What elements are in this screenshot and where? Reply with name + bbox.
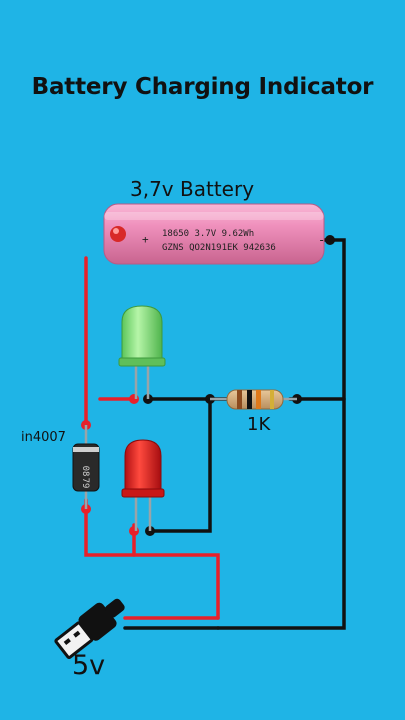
diode-mark-top: 08 bbox=[80, 466, 90, 477]
battery-print-top: 18650 3.7V 9.62Wh bbox=[162, 229, 254, 239]
battery-positive-terminal bbox=[110, 226, 126, 242]
supply-voltage-label: 5v bbox=[72, 650, 106, 681]
wire-battery-negative bbox=[216, 238, 346, 630]
wire-diode-to-supply bbox=[84, 498, 220, 620]
resistor-label: 1K bbox=[247, 414, 271, 435]
positive-wires bbox=[84, 256, 220, 620]
junction-green-led-anode bbox=[129, 394, 139, 404]
battery-label: 3,7v Battery bbox=[130, 177, 255, 201]
resistor bbox=[210, 389, 297, 410]
battery: + 18650 3.7V 9.62Wh GZNS QO2N191EK 94263… bbox=[103, 203, 325, 265]
diode-label: in4007 bbox=[21, 430, 66, 445]
battery-print-bottom: GZNS QO2N191EK 942636 bbox=[162, 243, 276, 253]
battery-minus-sign: - bbox=[318, 233, 325, 247]
green-led bbox=[118, 305, 166, 399]
negative-wires bbox=[123, 238, 346, 630]
junction-battery-negative bbox=[325, 235, 335, 245]
junctions bbox=[81, 235, 335, 536]
red-led bbox=[121, 439, 165, 531]
diode-mark-bottom: 79 bbox=[80, 478, 90, 489]
usb-plug-icon bbox=[54, 598, 125, 660]
page-title: Battery Charging Indicator bbox=[31, 74, 374, 100]
diode: 08 79 bbox=[72, 425, 100, 509]
junction-red-led-anode bbox=[129, 526, 139, 536]
battery-plus-sign: + bbox=[142, 233, 149, 246]
wire-red-led-cathode bbox=[148, 397, 212, 533]
